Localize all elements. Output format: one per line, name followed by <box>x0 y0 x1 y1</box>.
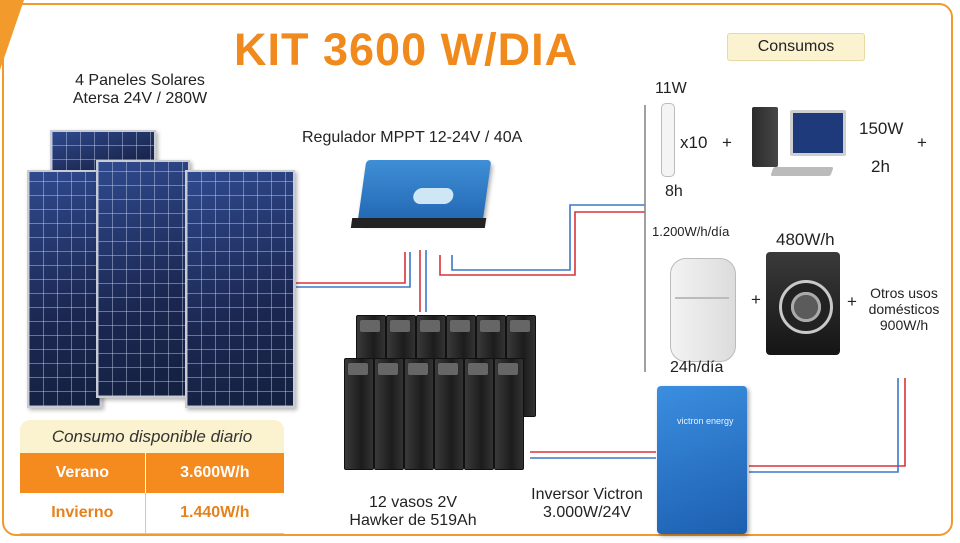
regulator-label: Regulador MPPT 12-24V / 40A <box>302 129 523 146</box>
fridge-plus: + <box>751 290 761 309</box>
value-cell: 1.440W/h <box>145 493 284 534</box>
batteries-label-line1: 12 vasos 2V <box>368 494 458 511</box>
other-uses-label: Otros usos domésticos 900W/h <box>856 285 952 333</box>
fridge-hours: 24h/día <box>670 359 724 376</box>
table-row: Invierno 1.440W/h <box>20 493 284 534</box>
lamp-plus: + <box>722 133 732 152</box>
mppt-regulator <box>350 160 492 228</box>
inverter-label-line1: Inversor Victron <box>531 486 643 503</box>
lamp-icon <box>661 103 675 177</box>
fridge-icon <box>670 258 736 362</box>
battery-cell <box>344 358 374 470</box>
season-cell: Invierno <box>20 493 146 534</box>
panels-label-line1: 4 Paneles Solares <box>75 72 205 89</box>
pc-plus: + <box>917 133 927 152</box>
pc-monitor-icon <box>790 110 846 156</box>
inverter-brand: victron energy <box>677 416 734 426</box>
panels-label-line2: Atersa 24V / 280W <box>72 90 208 107</box>
consumos-badge: Consumos <box>727 33 865 61</box>
lamp-hours: 8h <box>665 183 683 200</box>
table-row: Verano 3.600W/h <box>20 453 284 493</box>
page-title: KIT 3600 W/DIA <box>234 24 579 75</box>
pc-tower-icon <box>752 107 778 167</box>
corner-decoration <box>0 0 24 70</box>
wire-load-red <box>439 211 645 276</box>
pc-hours: 2h <box>871 157 890 176</box>
lamp-count: x10 <box>680 133 708 152</box>
solar-panel-3 <box>185 170 295 408</box>
other-uses-line2: domésticos <box>868 301 940 317</box>
regulator-base <box>350 218 487 228</box>
battery-cell <box>464 358 494 470</box>
value-cell: 3.600W/h <box>145 453 284 493</box>
panels-label: 4 Paneles Solares Atersa 24V / 280W <box>40 72 240 108</box>
other-uses-line1: Otros usos <box>870 285 938 301</box>
wire-out-red <box>749 378 906 467</box>
orange-frame <box>2 3 953 536</box>
solar-panel-1 <box>27 170 102 408</box>
battery-cell <box>404 358 434 470</box>
pc-power: 150W <box>859 119 904 138</box>
wire-panel-blue <box>296 252 411 288</box>
season-cell: Verano <box>20 453 146 493</box>
wire-load-blue <box>451 204 645 271</box>
fridge-energy: 1.200W/h/día <box>652 224 730 239</box>
batteries-label: 12 vasos 2V Hawker de 519Ah <box>318 494 508 530</box>
wire-out-blue <box>749 378 899 473</box>
regulator-display <box>412 188 455 204</box>
lamp-power: 11W <box>655 80 687 97</box>
wire-panel-red <box>296 252 406 284</box>
washing-machine-icon <box>766 252 840 355</box>
battery-cell <box>494 358 524 470</box>
daily-consumption-header: Consumo disponible diario <box>20 420 284 453</box>
victron-inverter: victron energy <box>657 386 747 534</box>
batteries-label-line2: Hawker de 519Ah <box>349 512 477 529</box>
daily-consumption-table: Verano 3.600W/h Invierno 1.440W/h <box>20 453 284 534</box>
battery-cell <box>374 358 404 470</box>
inverter-label: Inversor Victron 3.000W/24V <box>512 486 662 522</box>
inverter-label-line2: 3.000W/24V <box>542 504 632 521</box>
battery-cell <box>434 358 464 470</box>
other-uses-line3: 900W/h <box>879 317 929 333</box>
solar-panel-2 <box>96 160 190 398</box>
keyboard-icon <box>770 167 834 176</box>
other-plus: + <box>847 292 857 311</box>
washer-energy: 480W/h <box>776 230 835 249</box>
